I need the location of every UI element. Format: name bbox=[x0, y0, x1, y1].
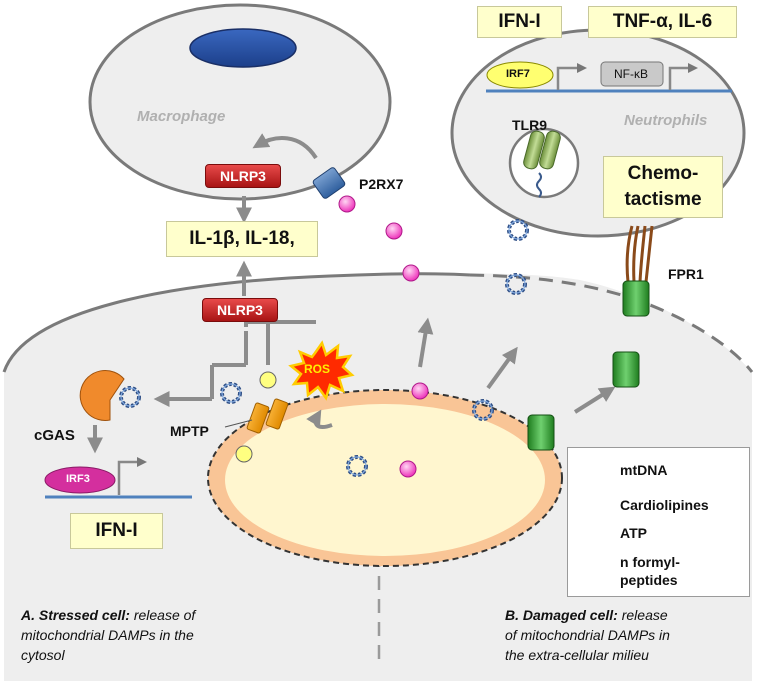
cgas-enzyme bbox=[79, 369, 125, 421]
host-cell-outline-right-broken bbox=[469, 273, 754, 373]
macrophage-cell bbox=[88, 3, 392, 201]
ifn-i-neutrophil-box: IFN-I bbox=[477, 6, 562, 38]
cgas-label: cGAS bbox=[34, 427, 75, 444]
fpr1-receptor bbox=[625, 225, 654, 283]
irf3-factor bbox=[44, 466, 116, 494]
macrophage-label: Macrophage bbox=[137, 108, 226, 125]
mptp-pore bbox=[246, 398, 289, 434]
il1b-il18-box: IL-1β, IL-18, bbox=[166, 221, 318, 257]
caption-a-line3: cytosol bbox=[21, 647, 65, 663]
caption-stressed-cell: A. Stressed cell: release of mitochondri… bbox=[21, 605, 195, 665]
legend-cardiolipines-label: Cardiolipines bbox=[620, 497, 709, 513]
legend-mtdna-label: mtDNA bbox=[620, 462, 668, 478]
p2rx7-receptor bbox=[312, 167, 346, 199]
fpr1-label: FPR1 bbox=[668, 266, 704, 282]
irf3-label: IRF3 bbox=[66, 473, 90, 485]
legend-formyl-label-2: peptides bbox=[620, 572, 678, 588]
caption-b-title: B. Damaged cell: bbox=[505, 607, 618, 623]
tlr9-receptor bbox=[523, 130, 561, 198]
ros-burst bbox=[288, 340, 355, 401]
arrows bbox=[87, 133, 616, 454]
mitochondrion-inner bbox=[225, 404, 545, 556]
atp-particles bbox=[338, 195, 429, 478]
caption-b-line1: release bbox=[617, 607, 668, 623]
irf7-label: IRF7 bbox=[506, 68, 530, 80]
caption-damaged-cell: B. Damaged cell: release of mitochondria… bbox=[505, 605, 670, 665]
caption-a-line2: mitochondrial DAMPs in the bbox=[21, 627, 194, 643]
ros-label: ROS bbox=[304, 362, 331, 376]
caption-a-title: A. Stressed cell: bbox=[21, 607, 130, 623]
caption-b-line2: of mitochondrial DAMPs in bbox=[505, 627, 670, 643]
cardiolipin-particles bbox=[235, 371, 277, 463]
tnf-il6-box: TNF-α, IL-6 bbox=[588, 6, 737, 38]
nlrp3-macrophage: NLRP3 bbox=[205, 164, 281, 188]
chemotactisme-line-1: Chemo- bbox=[627, 163, 699, 184]
promoter-arrows bbox=[117, 63, 698, 495]
legend-box bbox=[567, 447, 750, 597]
caption-b-line3: the extra-cellular milieu bbox=[505, 647, 649, 663]
tlr9-label: TLR9 bbox=[512, 117, 547, 133]
formyl-peptides bbox=[527, 280, 650, 451]
mptp-label: MPTP bbox=[170, 423, 209, 439]
macrophage-nucleus bbox=[189, 28, 297, 68]
nlrp3-cytosol: NLRP3 bbox=[202, 298, 278, 322]
chemotactisme-box: Chemo- tactisme bbox=[603, 156, 723, 218]
legend-atp-label: ATP bbox=[620, 525, 647, 541]
neutrophils-label: Neutrophils bbox=[624, 112, 708, 129]
nfkb-factor bbox=[600, 61, 664, 87]
legend-formyl-label-1: n formyl- bbox=[620, 554, 680, 570]
host-cell-outline-left bbox=[2, 272, 471, 373]
nfkb-label: NF-κB bbox=[614, 67, 648, 81]
chemotactisme-line-2: tactisme bbox=[624, 189, 702, 210]
caption-a-line1: release of bbox=[129, 607, 196, 623]
mptp-pointer bbox=[224, 419, 253, 428]
p2rx7-label: P2RX7 bbox=[359, 176, 404, 192]
irf7-factor bbox=[486, 61, 554, 89]
ifn-i-cytosol-box: IFN-I bbox=[70, 513, 163, 549]
